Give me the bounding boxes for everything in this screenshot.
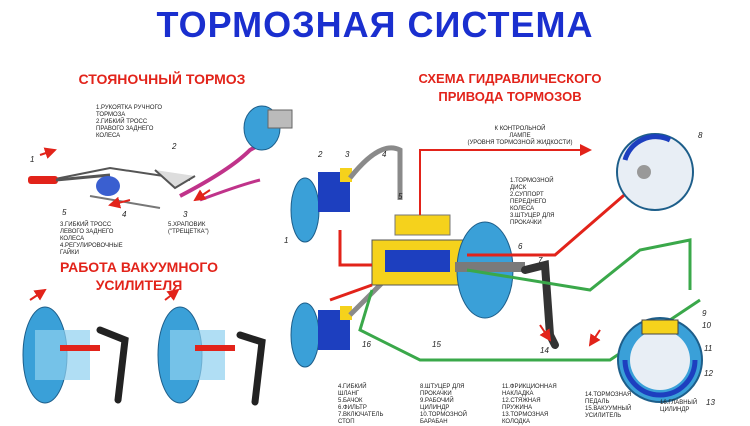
brake-pedal	[521, 259, 559, 349]
parking-number-2: 2	[172, 142, 177, 151]
hyd-number-8: 8	[698, 131, 703, 140]
bottom-legend-col3: 11.ФРИКЦИОННАЯ НАКЛАДКА 12.СТЯЖНАЯ ПРУЖИ…	[502, 384, 557, 425]
brake-disc-lower	[290, 302, 320, 368]
disk-legend: 1.ТОРМОЗНОЙ ДИСК 2.СУППОРТ ПЕРЕДНЕГО КОЛ…	[510, 178, 555, 226]
hyd-number-13: 13	[706, 398, 715, 407]
brake-disc-upper	[290, 177, 320, 243]
hyd-number-11: 11	[704, 344, 713, 353]
bottom-legend-col5: 16.ГЛАВНЫЙ ЦИЛИНДР	[660, 400, 698, 413]
handbrake-lever-grip	[28, 176, 58, 184]
hydraulic-heading-line2: ПРИВОДА ТОРМОЗОВ	[438, 89, 582, 104]
reservoir	[394, 214, 451, 236]
hyd-number-3: 3	[345, 150, 350, 159]
hyd-number-2: 2	[318, 150, 323, 159]
hyd-number-4: 4	[382, 150, 387, 159]
parking-brake-illustration	[28, 105, 293, 209]
lamp-label: К КОНТРОЛЬНОЙ ЛАМПЕ (УРОВНЯ ТОРМОЗНОЙ ЖИ…	[467, 126, 573, 146]
ratchet-part	[96, 176, 120, 196]
page-title: ТОРМОЗНАЯ СИСТЕМА	[156, 4, 594, 45]
parking-legend-bottom-left: 3.ГИБКИЙ ТРОСС ЛЕВОГО ЗАДНЕГО КОЛЕСА 4.Р…	[60, 222, 123, 256]
parking-number-4: 4	[122, 210, 127, 219]
parking-brake-heading: СТОЯНОЧНЫЙ ТОРМОЗ	[78, 71, 246, 87]
vacuum-heading-line1: РАБОТА ВАКУУМНОГО	[60, 259, 218, 275]
parking-number-1: 1	[30, 155, 35, 164]
hyd-number-1: 1	[284, 236, 289, 245]
hyd-number-7: 7	[538, 256, 543, 265]
rear-drum-upper	[616, 133, 694, 211]
hydraulic-heading-line1: СХЕМА ГИДРАВЛИЧЕСКОГО	[418, 71, 602, 86]
vacuum-booster-illustration	[22, 288, 266, 406]
cable-right	[179, 138, 269, 198]
bottom-legend-col1: 4.ГИБКИЙ ШЛАНГ 5.БАЧОК 6.ФИЛЬТР 7.ВКЛЮЧА…	[338, 384, 384, 425]
wheel-cylinder	[641, 319, 679, 335]
parking-number-3: 3	[183, 210, 188, 219]
hyd-number-14: 14	[540, 346, 549, 355]
hyd-number-9: 9	[702, 309, 707, 318]
hydraulic-scheme-illustration	[290, 133, 703, 403]
hyd-number-10: 10	[702, 321, 711, 330]
hyd-number-12: 12	[704, 369, 713, 378]
bottom-legend-col4: 14.ТОРМОЗНАЯ ПЕДАЛЬ 15.ВАКУУМНЫЙ УСИЛИТЕ…	[585, 392, 632, 419]
parking-number-5: 5	[62, 208, 67, 217]
bottom-legend-col2: 8.ШТУЦЕР ДЛЯ ПРОКАЧКИ 9.РАБОЧИЙ ЦИЛИНДР …	[420, 384, 467, 425]
vacuum-heading-line2: УСИЛИТЕЛЯ	[95, 277, 183, 293]
hyd-number-5: 5	[398, 192, 403, 201]
hyd-number-16: 16	[362, 340, 371, 349]
hyd-number-6: 6	[518, 242, 523, 251]
parking-legend-top: 1.РУКОЯТКА РУЧНОГО ТОРМОЗА 2.ГИБКИЙ ТРОС…	[96, 105, 163, 139]
parking-legend-bottom-right: 5.ХРАПОВИК ("ТРЕЩЕТКА")	[168, 222, 209, 235]
hyd-number-15: 15	[432, 340, 441, 349]
